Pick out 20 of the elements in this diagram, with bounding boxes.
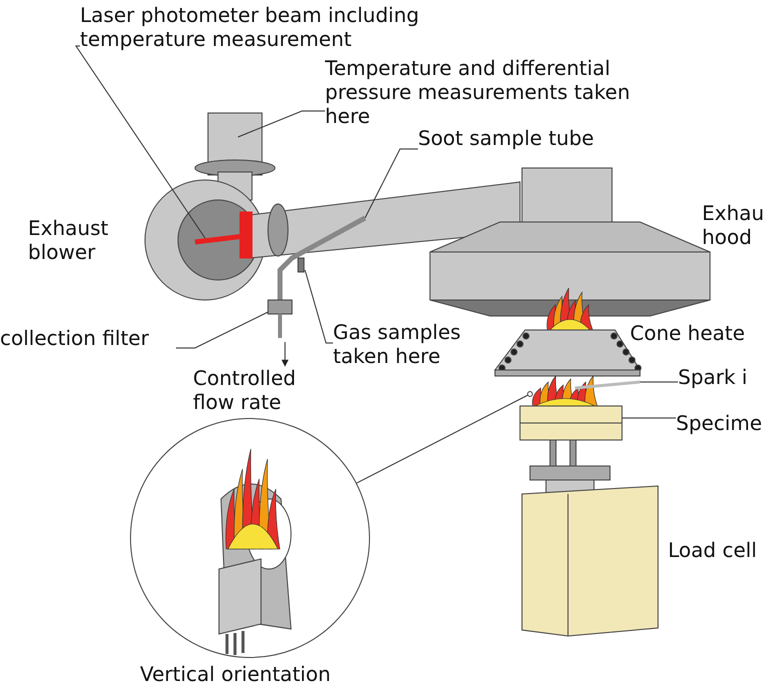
node-label: Vertical orientation — [140, 662, 331, 685]
callout-label: Gas samples taken here — [333, 320, 503, 368]
leader-line — [75, 46, 206, 238]
leader-line — [238, 110, 326, 138]
part-label: Cone heate — [630, 321, 746, 345]
callout-label: Temperature and differential pressure measurements taken here — [325, 56, 655, 128]
arrow — [282, 342, 288, 367]
leader-line — [176, 312, 268, 348]
part-label: Load cell — [668, 538, 758, 562]
part-label: Exhaust blower — [28, 216, 110, 264]
callout-label: Laser photometer beam including temperature measurement — [80, 3, 480, 51]
callout-label: Soot sample tube — [418, 126, 648, 150]
callout-label: Spark i — [678, 365, 768, 389]
leader-line — [304, 270, 334, 344]
leader-line — [364, 148, 418, 218]
callout-label: collection filter — [0, 326, 176, 350]
callout-label: Controlled flow rate — [193, 366, 333, 414]
part-label: Exhau hood — [702, 201, 766, 249]
leader-line — [356, 391, 533, 484]
callout-label: Specime — [676, 411, 768, 435]
